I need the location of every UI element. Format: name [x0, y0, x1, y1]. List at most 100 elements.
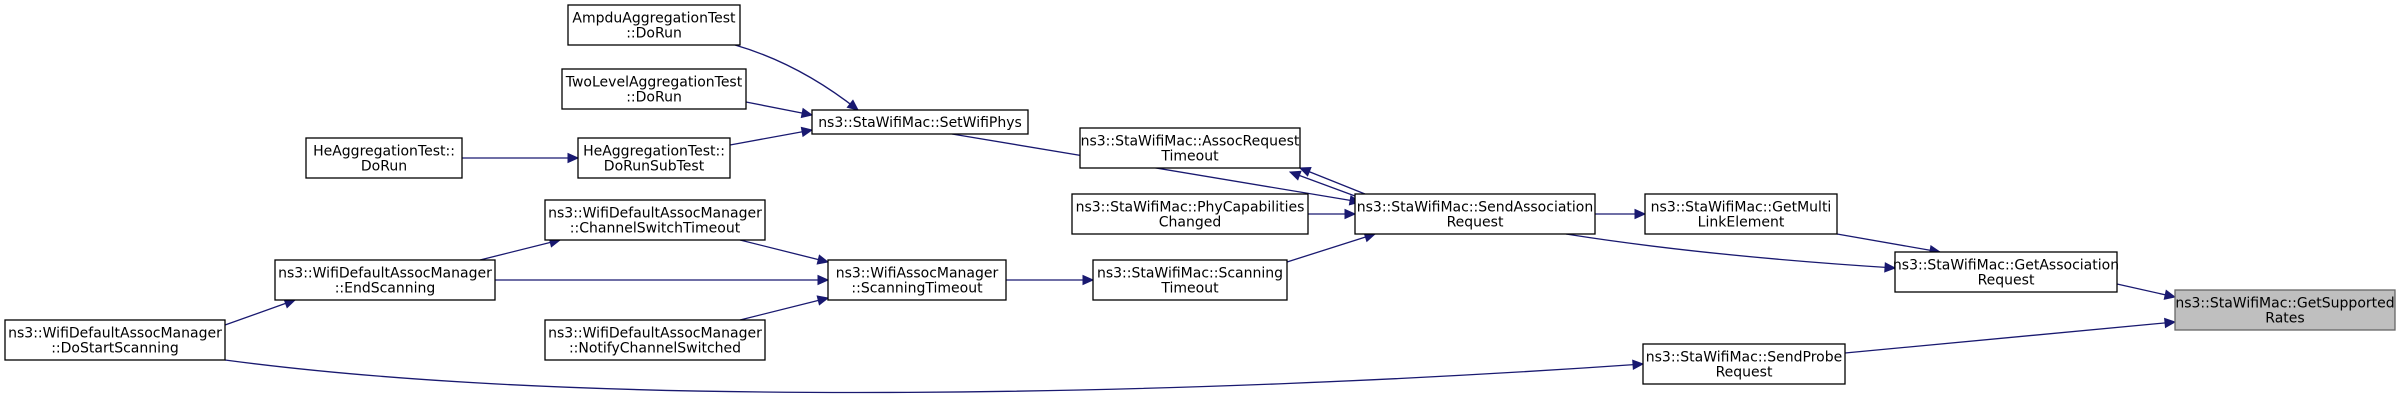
edge-assoc-request-timeout-to-send-association-request [1289, 171, 1356, 197]
arrowhead-icon [800, 126, 814, 138]
node-label: Request [1447, 215, 1504, 231]
node-label: ns3::WifiAssocManager [836, 266, 999, 282]
node-label: ::DoRun [626, 26, 682, 42]
arrowhead-icon [1344, 208, 1357, 220]
node-box [1354, 193, 1596, 235]
edge-send-association-request-to-get-association-request [1565, 233, 1896, 269]
node-two-level-aggregation-test[interactable]: TwoLevelAggregationTest::DoRun [561, 68, 747, 110]
edge-do-start-scanning-to-send-probe-request [224, 359, 1644, 394]
edge-ampdu-aggregation-test-to-set-wifi-phys [734, 44, 859, 111]
edge-send-probe-request-to-get-supported-rates [1844, 321, 2176, 354]
node-box [544, 319, 766, 361]
arrowhead-icon [1298, 167, 1312, 177]
node-label: Changed [1159, 215, 1222, 231]
node-box [305, 137, 463, 179]
node-label: ns3::StaWifiMac::GetAssociation [1893, 258, 2119, 274]
node-label: TwoLevelAggregationTest [565, 75, 743, 91]
node-label: ns3::WifiDefaultAssocManager [548, 326, 762, 342]
node-label: ns3::StaWifiMac::SendProbe [1646, 350, 1842, 366]
arrowhead-icon [800, 107, 814, 119]
node-label: ::DoRun [626, 90, 682, 106]
arrowhead-icon [1884, 262, 1897, 273]
node-box [1644, 193, 1838, 235]
node-end-scanning[interactable]: ns3::WifiDefaultAssocManager::EndScannin… [274, 259, 496, 301]
node-label: ns3::StaWifiMac::SendAssociation [1357, 200, 1593, 216]
node-label: DoRun [361, 159, 407, 175]
node-box [4, 319, 226, 361]
node-label: ns3::StaWifiMac::AssocRequest [1081, 134, 1300, 150]
arrowhead-icon [817, 274, 830, 286]
node-notify-channel-switched[interactable]: ns3::WifiDefaultAssocManager::NotifyChan… [544, 319, 766, 361]
node-do-start-scanning[interactable]: ns3::WifiDefaultAssocManager::DoStartSca… [4, 319, 226, 361]
node-label: Request [1978, 273, 2035, 289]
edges-layer [224, 44, 2177, 394]
node-box [811, 109, 1029, 135]
node-box [827, 259, 1007, 301]
node-label: ns3::StaWifiMac::PhyCapabilities [1076, 200, 1305, 216]
node-box [2174, 289, 2396, 331]
arrowhead-icon [816, 254, 830, 265]
edge-do-start-scanning-to-end-scanning [224, 299, 296, 326]
node-label: Timeout [1160, 149, 1219, 165]
arrowhead-icon [816, 295, 830, 306]
arrowhead-icon [2163, 289, 2177, 300]
arrowhead-icon [1288, 170, 1302, 181]
node-box [1894, 251, 2118, 293]
node-label: ::DoStartScanning [51, 341, 179, 357]
node-label: ::ChannelSwitchTimeout [570, 221, 741, 237]
node-label: ns3::WifiDefaultAssocManager [8, 326, 222, 342]
node-channel-switch-timeout[interactable]: ns3::WifiDefaultAssocManager::ChannelSwi… [544, 199, 766, 241]
node-box [567, 4, 741, 46]
edge-two-level-aggregation-test-to-set-wifi-phys [745, 101, 813, 116]
edge-he-aggregation-do-run-sub-test-to-set-wifi-phys [729, 129, 813, 146]
node-he-aggregation-do-run[interactable]: HeAggregationTest::DoRun [305, 137, 463, 179]
node-box [1092, 259, 1288, 301]
node-label: ns3::WifiDefaultAssocManager [548, 206, 762, 222]
node-label: ::EndScanning [335, 281, 436, 297]
node-label: Timeout [1160, 281, 1219, 297]
arrowhead-icon [1632, 359, 1645, 370]
node-box [1071, 193, 1309, 235]
node-label: HeAggregationTest:: [313, 144, 455, 160]
node-label: ns3::WifiDefaultAssocManager [278, 266, 492, 282]
node-label: Request [1716, 365, 1773, 381]
edge-channel-switch-timeout-to-wifi-assoc-manager-scanning-timeout [739, 239, 829, 263]
node-scanning-timeout-sta[interactable]: ns3::StaWifiMac::ScanningTimeout [1092, 259, 1288, 301]
node-box [577, 137, 731, 179]
edge-end-scanning-to-channel-switch-timeout [479, 239, 561, 261]
node-box [1079, 127, 1301, 169]
node-label: ::ScanningTimeout [851, 281, 983, 297]
edge-get-multi-link-element-to-get-association-request [1836, 233, 1941, 253]
node-box [274, 259, 496, 301]
node-label: ns3::StaWifiMac::GetMulti [1651, 200, 1832, 216]
arrowhead-icon [567, 152, 580, 164]
node-label: ns3::StaWifiMac::GetSupported [2175, 296, 2394, 312]
arrowhead-icon [2164, 317, 2177, 329]
node-label: HeAggregationTest:: [583, 144, 725, 160]
node-label: LinkElement [1698, 215, 1785, 231]
node-ampdu-aggregation-test[interactable]: AmpduAggregationTest::DoRun [567, 4, 741, 46]
node-label: ::NotifyChannelSwitched [569, 341, 741, 357]
edge-send-association-request-to-assoc-request-timeout [1299, 167, 1366, 195]
node-label: ns3::StaWifiMac::SetWifiPhys [818, 115, 1022, 131]
node-he-aggregation-do-run-sub-test[interactable]: HeAggregationTest::DoRunSubTest [577, 137, 731, 179]
arrowhead-icon [1082, 274, 1095, 286]
node-box [561, 68, 747, 110]
node-label: AmpduAggregationTest [572, 11, 736, 27]
arrowhead-icon [1634, 208, 1647, 220]
node-box [1642, 343, 1846, 385]
node-label: DoRunSubTest [604, 159, 705, 175]
node-wifi-assoc-manager-scanning-timeout[interactable]: ns3::WifiAssocManager::ScanningTimeout [827, 259, 1007, 301]
node-label: ns3::StaWifiMac::Scanning [1097, 266, 1283, 282]
edge-scanning-timeout-sta-to-send-association-request [1286, 233, 1376, 263]
node-box [544, 199, 766, 241]
node-set-wifi-phys[interactable]: ns3::StaWifiMac::SetWifiPhys [811, 109, 1029, 135]
